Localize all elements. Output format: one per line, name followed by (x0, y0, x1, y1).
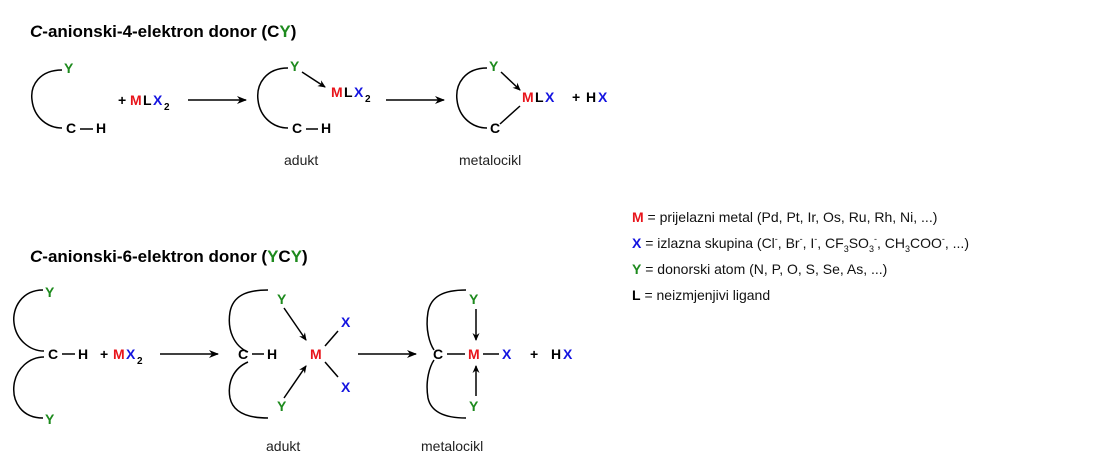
svg-text:Y: Y (290, 58, 300, 74)
svg-text:X: X (502, 346, 512, 362)
section2-title: C-anionski-6-elektron donor (YCY) (30, 247, 308, 266)
svg-text:M: M (113, 346, 125, 362)
svg-text:X: X (341, 379, 351, 395)
svg-text:X: X (598, 89, 608, 105)
svg-text:X: X (153, 92, 163, 108)
svg-text:C: C (48, 346, 58, 362)
svg-text:H: H (96, 120, 106, 136)
svg-text:+: + (572, 89, 580, 105)
svg-text:C: C (433, 346, 443, 362)
section1-adduct-label: adukt (284, 152, 318, 168)
adduct-1: Y M L X 2 C H (257, 58, 371, 136)
svg-text:+: + (118, 92, 126, 108)
svg-text:C: C (238, 346, 248, 362)
section1-title: C-anionski-4-elektron donor (CY) (30, 22, 296, 41)
svg-text:L: L (143, 92, 152, 108)
reagent-mlx2: + M L X 2 (118, 92, 170, 113)
svg-text:Y: Y (45, 411, 55, 427)
cy-ligand: Y C H (31, 60, 106, 136)
section2-metallacycle-label: metalocikl (421, 438, 483, 454)
svg-text:X: X (341, 314, 351, 330)
svg-text:M: M (310, 346, 322, 362)
svg-text:C: C (292, 120, 302, 136)
svg-text:X: X (545, 89, 555, 105)
legend-x: X = izlazna skupina (Cl-, Br-, I-, CF3SO… (632, 234, 969, 254)
metallacycle-2: Y Y C M X + H X (426, 289, 573, 419)
ycy-ligand: Y Y C H (13, 284, 88, 427)
svg-text:X: X (354, 84, 364, 100)
svg-text:Y: Y (469, 291, 479, 307)
svg-text:M: M (130, 92, 142, 108)
svg-text:M: M (468, 346, 480, 362)
svg-text:H: H (551, 346, 561, 362)
svg-text:Y: Y (489, 58, 499, 74)
reagent-mx2: + M X 2 (100, 346, 143, 367)
svg-text:H: H (267, 346, 277, 362)
svg-text:Y: Y (277, 398, 287, 414)
svg-text:Y: Y (45, 284, 55, 300)
svg-text:H: H (586, 89, 596, 105)
svg-text:Y: Y (277, 291, 287, 307)
legend-m: M = prijelazni metal (Pd, Pt, Ir, Os, Ru… (632, 209, 937, 225)
svg-text:H: H (78, 346, 88, 362)
svg-text:2: 2 (365, 94, 371, 105)
metallacycle-1: Y M L X C + H X (456, 58, 608, 136)
svg-text:L: L (535, 89, 544, 105)
svg-text:X: X (563, 346, 573, 362)
svg-text:2: 2 (164, 102, 170, 113)
svg-text:2: 2 (137, 356, 143, 367)
legend-l: L = neizmjenjivi ligand (632, 287, 770, 303)
svg-text:C: C (66, 120, 76, 136)
svg-text:M: M (331, 84, 343, 100)
legend: M = prijelazni metal (Pd, Pt, Ir, Os, Ru… (632, 209, 969, 303)
svg-text:Y: Y (64, 60, 74, 76)
svg-text:+: + (530, 346, 538, 362)
adduct-2: Y Y C H M X X (228, 289, 351, 419)
svg-text:Y: Y (469, 398, 479, 414)
svg-text:H: H (321, 120, 331, 136)
svg-text:X: X (126, 346, 136, 362)
section1-metallacycle-label: metalocikl (459, 152, 521, 168)
svg-text:L: L (344, 84, 353, 100)
section2-adduct-label: adukt (266, 438, 300, 454)
legend-y: Y = donorski atom (N, P, O, S, Se, As, .… (632, 261, 887, 277)
svg-text:C: C (490, 120, 500, 136)
svg-text:M: M (522, 89, 534, 105)
svg-text:+: + (100, 346, 108, 362)
